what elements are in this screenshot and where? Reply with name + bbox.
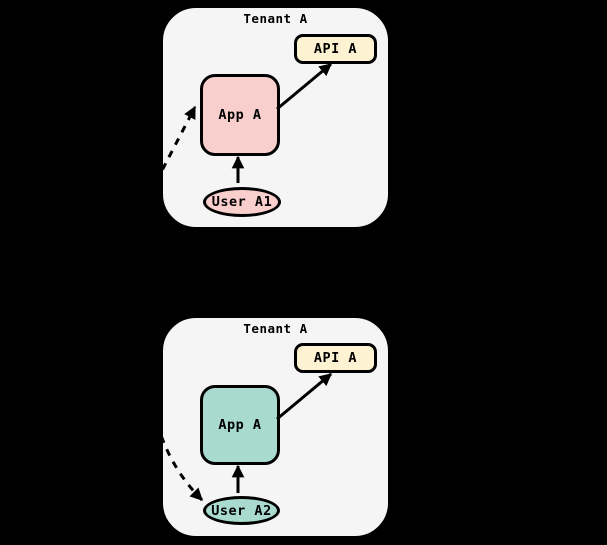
tenant-a-container-1: Tenant A API A App A User A1 <box>160 5 391 230</box>
user-a2-node: User A2 <box>203 496 280 525</box>
tenant-a-title-1: Tenant A <box>243 11 308 26</box>
tenant-a-container-2: Tenant A API A App A User A2 <box>160 315 391 539</box>
user-a1-node: User A1 <box>203 187 281 217</box>
api-a-node-1: API A <box>294 34 377 64</box>
tenant-a-title-2: Tenant A <box>243 321 308 336</box>
app-a-node-1: App A <box>200 74 280 156</box>
api-a-node-2: API A <box>294 343 377 373</box>
app-a-node-2: App A <box>200 385 280 465</box>
